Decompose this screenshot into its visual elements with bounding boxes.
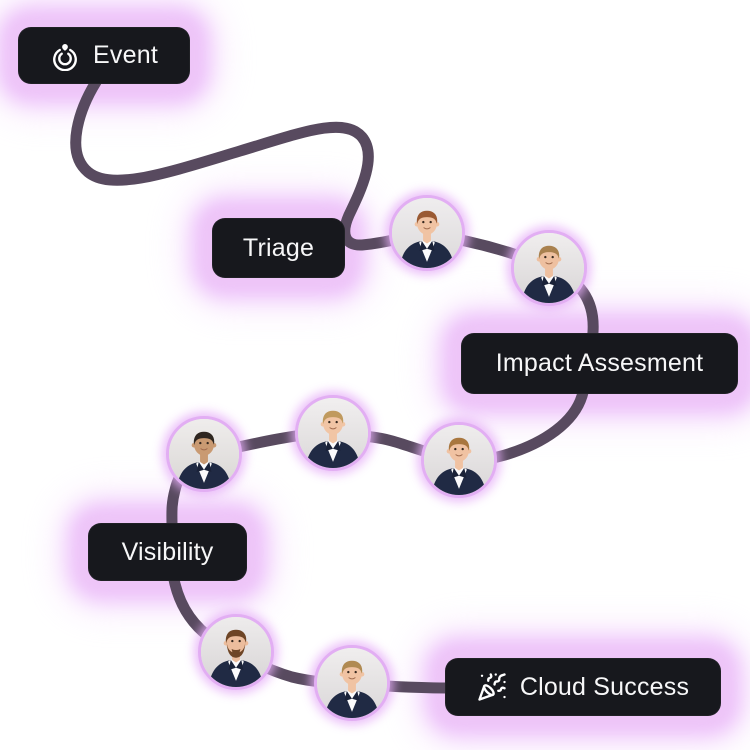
avatar-photo-3: [166, 416, 242, 492]
avatar-photo-4: [295, 395, 371, 471]
triage-node[interactable]: Triage: [212, 218, 345, 278]
avatar-photo-1: [389, 195, 465, 271]
impact-assesment-node-label: Impact Assesment: [495, 349, 704, 377]
connector-line: [70, 76, 599, 694]
cloud-success-node[interactable]: Cloud Success: [445, 658, 721, 716]
avatar-photo-7: [314, 645, 390, 721]
visibility-node[interactable]: Visibility: [88, 523, 247, 581]
event-node[interactable]: Event: [18, 27, 190, 84]
impact-assesment-node[interactable]: Impact Assesment: [461, 333, 738, 394]
avatar-photo-6: [198, 614, 274, 690]
event-node-label: Event: [93, 41, 158, 69]
live-event-icon: [50, 41, 80, 71]
party-popper-icon: [477, 672, 507, 702]
visibility-node-label: Visibility: [121, 537, 214, 566]
triage-node-label: Triage: [242, 233, 315, 262]
avatar-photo-5: [421, 422, 497, 498]
cloud-success-node-label: Cloud Success: [519, 672, 690, 701]
avatar-photo-2: [511, 230, 587, 306]
